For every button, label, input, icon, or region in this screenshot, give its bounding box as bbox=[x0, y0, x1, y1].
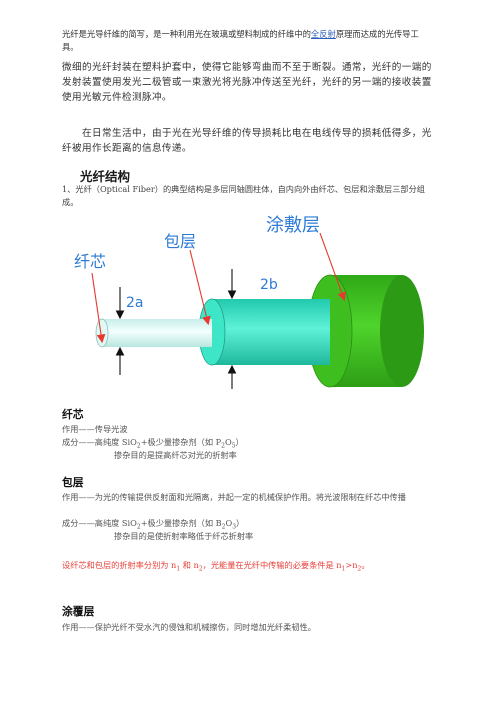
subscript: 1 bbox=[176, 565, 181, 573]
cladding-composition: 成分——高纯度 SiO2+极少量掺杂剂（如 B2O3） bbox=[62, 517, 434, 534]
subscript: 5 bbox=[231, 442, 236, 450]
core-cylinder bbox=[95, 318, 212, 348]
subscript: 2 bbox=[198, 565, 203, 573]
subscript: 2 bbox=[221, 442, 225, 450]
cladding-function: 作用——为光的传输提供反射面和光隔离，并起一定的机械保护作用。将光波限制在纤芯中… bbox=[62, 492, 406, 502]
text: 成分——高纯度 SiO bbox=[62, 437, 137, 447]
intro-text: 光纤是光导纤维的简写，是一种利用光在玻璃或塑料制成的纤维中的 bbox=[62, 29, 311, 39]
subscript: 2 bbox=[136, 442, 141, 450]
label-core: 纤芯 bbox=[74, 252, 106, 271]
text: 设纤芯和包层的折射率分别为 n bbox=[62, 560, 177, 570]
text: +极少量掺杂剂（如 P bbox=[140, 437, 222, 447]
section-heading: 光纤结构 bbox=[80, 169, 131, 184]
structure-description: 1、光纤（Optical Fiber）的典型结构是多层同轴圆柱体，自内向外由纤芯… bbox=[62, 184, 425, 207]
total-reflection-link[interactable]: 全反射 bbox=[310, 29, 336, 39]
subscript: 1 bbox=[341, 565, 346, 573]
intro-text-end: 原理而达成的光传导工具。 bbox=[62, 29, 419, 52]
coating-function: 作用——保护光纤不受水汽的侵蚀和机械擦伤，同时增加光纤柔韧性。 bbox=[62, 622, 316, 632]
label-2a: 2a bbox=[126, 295, 144, 311]
core-function: 作用——传导光波 bbox=[62, 424, 128, 434]
subscript: 3 bbox=[232, 523, 237, 531]
cladding-purpose: 掺杂目的是使折射率略低于纤芯折射率 bbox=[114, 531, 254, 541]
cladding-leader-line bbox=[189, 249, 211, 326]
subscript: 2 bbox=[357, 565, 362, 573]
label-cladding: 包层 bbox=[164, 232, 196, 251]
cladding-cylinder bbox=[198, 298, 330, 366]
fiber-structure-diagram: 纤芯 包层 涂敷层 2a 2b bbox=[74, 215, 424, 389]
text: 。 bbox=[361, 560, 370, 570]
core-leader-line bbox=[91, 272, 106, 344]
coating-heading: 涂覆层 bbox=[62, 605, 95, 618]
label-coating: 涂敷层 bbox=[266, 215, 320, 236]
subscript: 2 bbox=[221, 523, 226, 531]
coating-leader-line bbox=[319, 232, 346, 302]
text: >n bbox=[345, 560, 358, 570]
text: O bbox=[225, 518, 233, 528]
text: ，光能量在光纤中传输的必要条件是 n bbox=[202, 560, 342, 570]
usage-paragraph: 在日常生活中，由于光在光导纤维的传导损耗比电在电线传导的损耗低得多，光纤被用作长… bbox=[62, 128, 432, 154]
text: ） bbox=[236, 518, 245, 528]
core-heading: 纤芯 bbox=[62, 408, 84, 421]
intro-paragraph: 光纤是光导纤维的简写，是一种利用光在玻璃或塑料制成的纤维中的全反射原理而达成的光… bbox=[62, 28, 434, 53]
refraction-condition: 设纤芯和包层的折射率分别为 n1 和 n2，光能量在光纤中传输的必要条件是 n1… bbox=[62, 559, 434, 576]
text: O bbox=[225, 437, 232, 447]
sheath-paragraph: 微细的光纤封装在塑料护套中，使得它能够弯曲而不至于断裂。通常，光纤的一端的发射装… bbox=[62, 62, 432, 103]
text: 和 n bbox=[180, 560, 199, 570]
core-composition: 成分——高纯度 SiO2+极少量掺杂剂（如 P2O5） bbox=[62, 436, 434, 453]
text: +极少量掺杂剂（如 B bbox=[140, 518, 222, 528]
text: ） bbox=[235, 437, 244, 447]
text: 成分——高纯度 SiO bbox=[62, 518, 137, 528]
subscript: 2 bbox=[136, 523, 141, 531]
cladding-heading: 包层 bbox=[62, 476, 84, 489]
label-2b: 2b bbox=[260, 277, 278, 293]
core-purpose: 掺杂目的是提高纤芯对光的折射率 bbox=[114, 450, 237, 460]
